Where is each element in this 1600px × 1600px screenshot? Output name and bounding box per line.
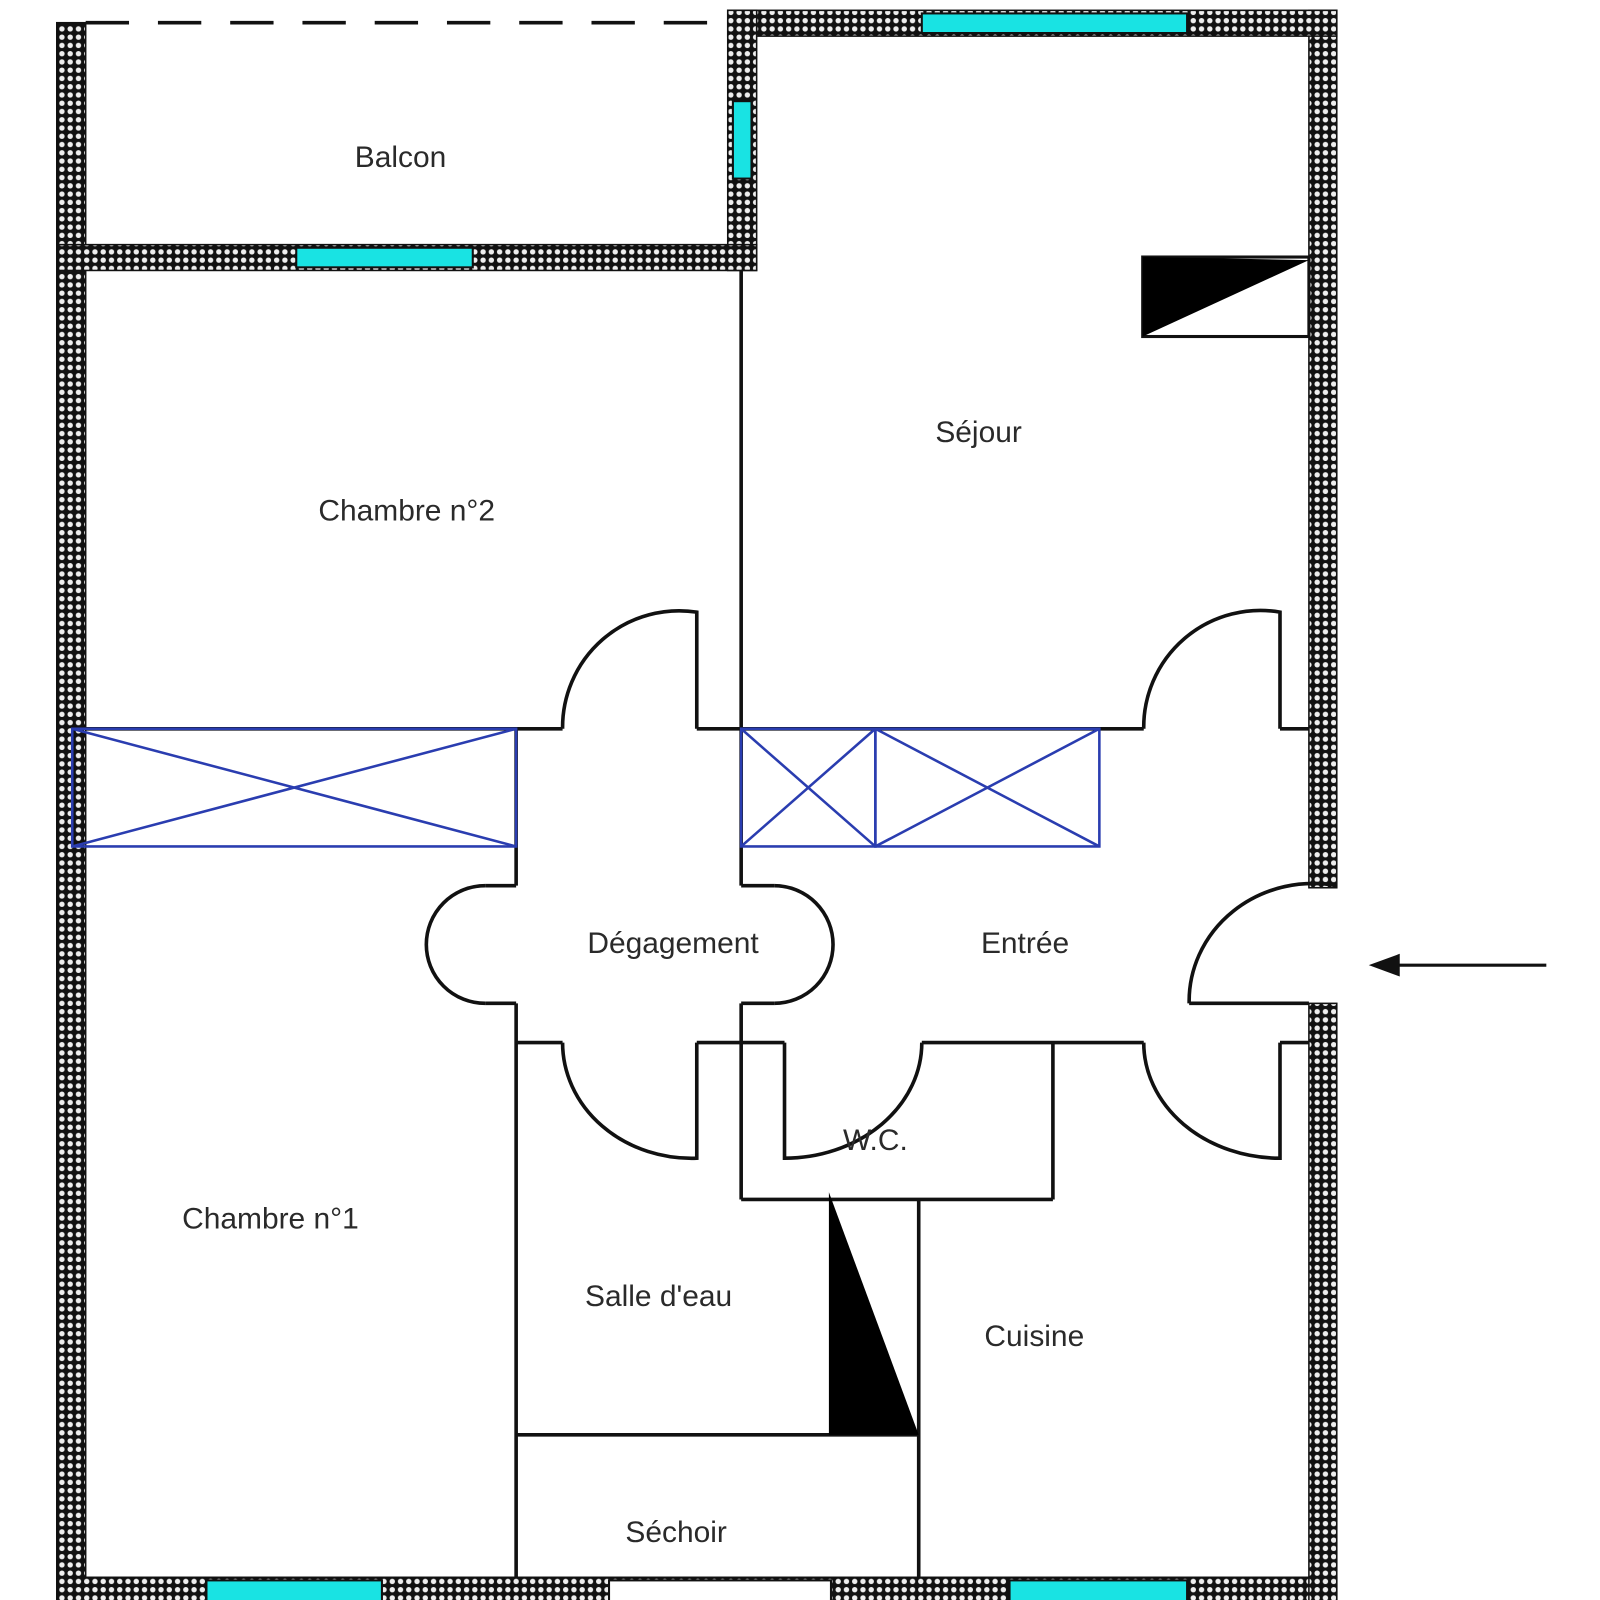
door-chambre2 <box>560 608 699 729</box>
closet-chambre <box>70 727 518 848</box>
wall-right-lower <box>1308 1002 1338 1600</box>
window-cuisine <box>1008 1579 1189 1600</box>
wall-right-upper <box>1308 9 1338 889</box>
door-chambre1 <box>424 883 486 1006</box>
door-wc <box>782 1042 924 1161</box>
room-label-chambre2: Chambre n°2 <box>318 494 495 527</box>
room-label-degagement: Dégagement <box>587 927 759 960</box>
room-label-cuisine: Cuisine <box>984 1320 1084 1353</box>
closets <box>70 727 1101 848</box>
room-label-chambre1: Chambre n°1 <box>182 1202 359 1235</box>
room-label-entree: Entrée <box>981 927 1069 960</box>
room-label-sejour: Séjour <box>935 416 1022 449</box>
room-label-balcon: Balcon <box>355 141 447 174</box>
door-degagement <box>774 883 835 1006</box>
window-balcony-side <box>731 100 753 180</box>
window-sejour-top <box>920 12 1189 35</box>
room-label-wc: W.C. <box>843 1124 908 1157</box>
door-sejour <box>1141 608 1282 729</box>
window-sechoir <box>608 1579 832 1600</box>
room-label-sechoir: Séchoir <box>625 1516 726 1549</box>
doors <box>424 608 1338 1161</box>
door-salle-deau <box>560 1042 699 1161</box>
entry-arrow-icon <box>1368 953 1547 977</box>
door-entree <box>1187 881 1338 1004</box>
room-label-salle-deau: Salle d'eau <box>585 1280 732 1313</box>
partitions <box>85 270 1309 1578</box>
door-cuisine <box>1141 1042 1282 1161</box>
windows <box>205 12 1189 1600</box>
window-chambre1 <box>205 1579 383 1600</box>
closet-entree-2 <box>874 727 1101 848</box>
duct-salle-deau <box>828 1192 919 1435</box>
window-chambre2 <box>295 246 474 269</box>
ducts <box>828 255 1311 1435</box>
walls <box>56 9 1338 1600</box>
